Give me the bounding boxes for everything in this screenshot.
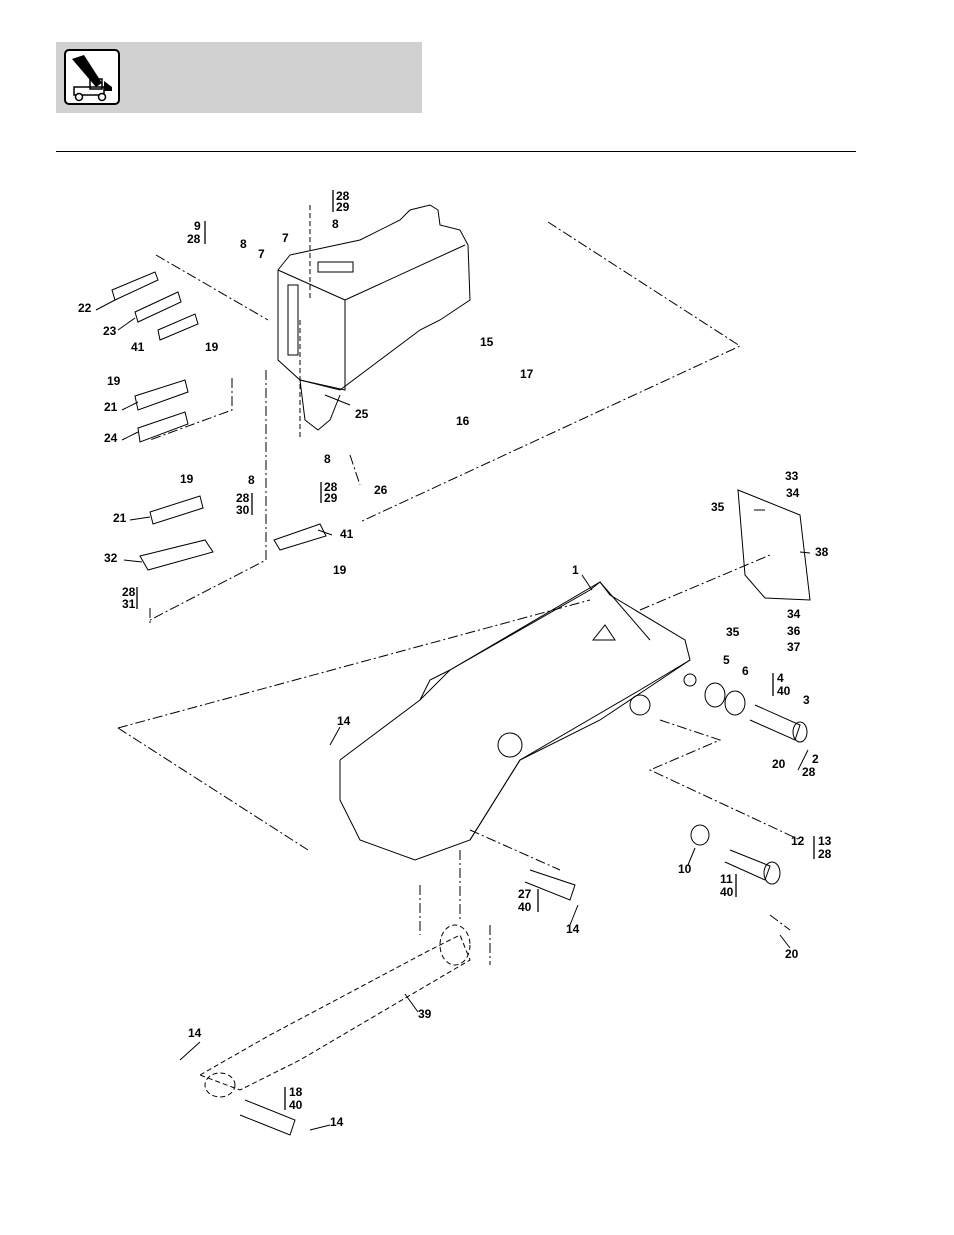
label-25: 25: [355, 407, 369, 421]
label-40: 40: [720, 885, 734, 899]
callout-labels: 1 2 28 3 4 40 5 6 7 7 8 8 8 8 9 28 10 11…: [78, 189, 832, 1129]
label-14: 14: [330, 1115, 344, 1129]
label-28: 28: [802, 765, 816, 779]
label-19: 19: [107, 374, 121, 388]
label-38: 38: [815, 545, 829, 559]
label-1: 1: [572, 563, 579, 577]
label-22: 22: [78, 301, 92, 315]
label-29: 29: [324, 491, 338, 505]
label-21: 21: [113, 511, 127, 525]
label-brackets: [137, 190, 814, 1110]
label-29: 29: [336, 200, 350, 214]
label-34: 34: [787, 607, 801, 621]
label-14: 14: [337, 714, 351, 728]
label-32: 32: [104, 551, 118, 565]
label-39: 39: [418, 1007, 432, 1021]
label-14: 14: [188, 1026, 202, 1040]
label-7: 7: [282, 231, 289, 245]
label-18: 18: [289, 1085, 303, 1099]
label-21: 21: [104, 400, 118, 414]
leader-lines: [96, 300, 810, 1130]
label-27: 27: [518, 887, 532, 901]
label-40: 40: [289, 1098, 303, 1112]
assembly-lines: [118, 222, 800, 965]
label-5: 5: [723, 653, 730, 667]
label-28: 28: [187, 232, 201, 246]
label-4: 4: [777, 671, 784, 685]
label-20: 20: [785, 947, 799, 961]
label-14: 14: [566, 922, 580, 936]
label-11: 11: [720, 872, 733, 886]
label-40: 40: [777, 684, 791, 698]
boom-head-section: [278, 205, 470, 440]
label-40: 40: [518, 900, 532, 914]
label-41: 41: [131, 340, 145, 354]
label-31: 31: [122, 597, 136, 611]
label-23: 23: [103, 324, 117, 338]
label-19: 19: [180, 472, 194, 486]
label-6: 6: [742, 664, 749, 678]
label-17: 17: [520, 367, 534, 381]
label-28: 28: [818, 847, 832, 861]
label-41: 41: [340, 527, 354, 541]
label-20: 20: [772, 757, 786, 771]
main-boom: [340, 582, 696, 860]
label-16: 16: [456, 414, 470, 428]
label-8: 8: [324, 452, 331, 466]
label-33: 33: [785, 469, 799, 483]
label-36: 36: [787, 624, 801, 638]
cover-plate: [738, 490, 810, 600]
label-19: 19: [333, 563, 347, 577]
label-12: 12: [791, 834, 805, 848]
label-8: 8: [332, 217, 339, 231]
label-9: 9: [194, 219, 201, 233]
label-7: 7: [258, 247, 265, 261]
label-30: 30: [236, 503, 250, 517]
pivot-hardware: [691, 683, 807, 884]
label-35: 35: [726, 625, 740, 639]
label-19: 19: [205, 340, 219, 354]
wear-pads-upper: [112, 272, 198, 442]
label-34: 34: [786, 486, 800, 500]
label-3: 3: [803, 693, 810, 707]
label-10: 10: [678, 862, 692, 876]
label-26: 26: [374, 483, 388, 497]
label-13: 13: [818, 834, 832, 848]
label-24: 24: [104, 431, 118, 445]
label-35: 35: [711, 500, 725, 514]
label-8: 8: [240, 237, 247, 251]
label-2: 2: [812, 752, 819, 766]
label-15: 15: [480, 335, 494, 349]
wear-pads-lower: [140, 496, 326, 570]
label-37: 37: [787, 640, 801, 654]
label-8: 8: [248, 473, 255, 487]
